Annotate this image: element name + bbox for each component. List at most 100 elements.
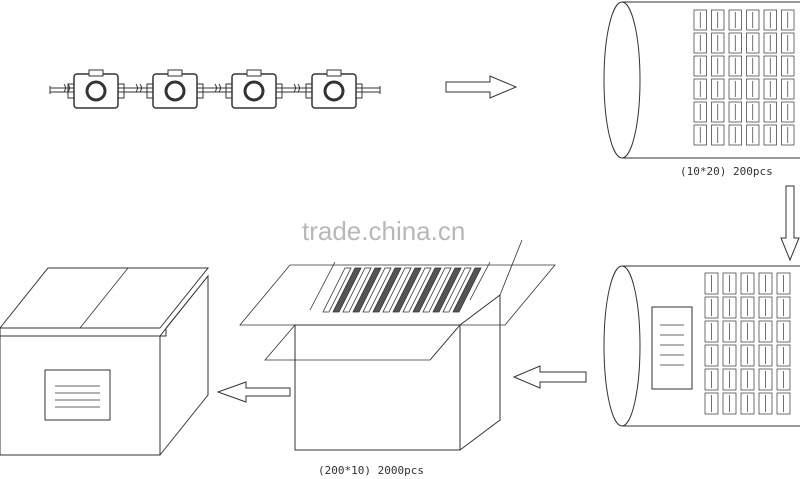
stacked-module (728, 9, 742, 31)
stacked-module (781, 101, 795, 123)
carton-side (459, 294, 501, 451)
carton-bag (372, 267, 402, 313)
carton-bag (322, 267, 352, 313)
stacked-module (740, 392, 755, 415)
stacked-module (722, 344, 737, 367)
stacked-module (722, 320, 737, 343)
stacked-module (758, 368, 773, 391)
stacked-module (728, 124, 742, 146)
stacked-module (763, 101, 777, 123)
carton-flap-back (239, 264, 556, 326)
sealed-box (0, 267, 210, 456)
stacked-module (781, 78, 795, 100)
open-carton (239, 239, 556, 451)
carton-bag (342, 267, 372, 313)
wire-break-3 (293, 83, 300, 93)
stacked-module (758, 296, 773, 319)
stacked-module (776, 320, 791, 343)
stacked-module (763, 78, 777, 100)
led-module-2 (146, 69, 204, 109)
box-lid-rim (0, 327, 167, 337)
carton-bag (412, 267, 442, 313)
carton-bag (332, 267, 362, 313)
stacked-module (728, 55, 742, 77)
stacked-module (781, 124, 795, 146)
carton-bag-stack (322, 267, 482, 313)
bag-label-sticker (651, 306, 693, 390)
stacked-module (746, 55, 760, 77)
box-front (0, 335, 161, 456)
stacked-module (758, 320, 773, 343)
carton-bag (402, 267, 432, 313)
stacked-module (704, 344, 719, 367)
stacked-module (711, 124, 725, 146)
stacked-module (746, 124, 760, 146)
stacked-module (693, 78, 707, 100)
carton-flap-side (429, 239, 523, 361)
led-module-3 (225, 69, 283, 109)
box-label-sticker (44, 369, 111, 421)
arrow-left-icon-2 (216, 381, 291, 403)
stacked-module (746, 101, 760, 123)
stacked-module (781, 9, 795, 31)
carton-bag (422, 267, 452, 313)
stacked-module (781, 32, 795, 54)
carton-count-label: (200*10) 2000pcs (318, 464, 424, 477)
stacked-module (722, 368, 737, 391)
watermark-text: trade.china.cn (302, 216, 465, 246)
carton-bag (392, 267, 422, 313)
bag-top (603, 1, 800, 159)
stacked-module (693, 9, 707, 31)
box-side (159, 274, 209, 456)
stacked-module (758, 392, 773, 415)
bag-top-module-grid (693, 9, 795, 146)
bag-labeled (603, 265, 800, 427)
stacked-module (693, 124, 707, 146)
wire-break-2 (214, 83, 221, 93)
stacked-module (758, 272, 773, 295)
stacked-module (693, 32, 707, 54)
stacked-module (693, 101, 707, 123)
stacked-module (740, 344, 755, 367)
stacked-module (693, 55, 707, 77)
stacked-module (728, 32, 742, 54)
led-module-1 (67, 69, 125, 109)
stacked-module (746, 9, 760, 31)
stacked-module (722, 296, 737, 319)
stacked-module (722, 392, 737, 415)
stacked-module (776, 368, 791, 391)
arrow-right-icon (445, 75, 518, 99)
bag-count-label: (10*20) 200pcs (680, 165, 773, 178)
stacked-module (740, 296, 755, 319)
led-module-4 (305, 69, 363, 109)
stacked-module (711, 101, 725, 123)
stacked-module (763, 55, 777, 77)
carton-bag (362, 267, 392, 313)
stacked-module (776, 344, 791, 367)
stacked-module (704, 272, 719, 295)
carton-flap-front (264, 324, 461, 361)
stacked-module (746, 32, 760, 54)
stacked-module (776, 272, 791, 295)
stacked-module (711, 32, 725, 54)
arrow-left-icon (512, 365, 587, 389)
stacked-module (728, 101, 742, 123)
stacked-module (776, 392, 791, 415)
stacked-module (711, 9, 725, 31)
carton-bag (442, 267, 472, 313)
stacked-module (711, 78, 725, 100)
stacked-module (704, 320, 719, 343)
stacked-module (763, 124, 777, 146)
stacked-module (763, 9, 777, 31)
stacked-module (722, 272, 737, 295)
carton-bag (352, 267, 382, 313)
stacked-module (711, 55, 725, 77)
stacked-module (704, 296, 719, 319)
stacked-module (763, 32, 777, 54)
arrow-down-icon (780, 185, 800, 262)
wire-break-1 (135, 83, 142, 93)
stacked-module (746, 78, 760, 100)
stacked-module (740, 368, 755, 391)
carton-bag (382, 267, 412, 313)
